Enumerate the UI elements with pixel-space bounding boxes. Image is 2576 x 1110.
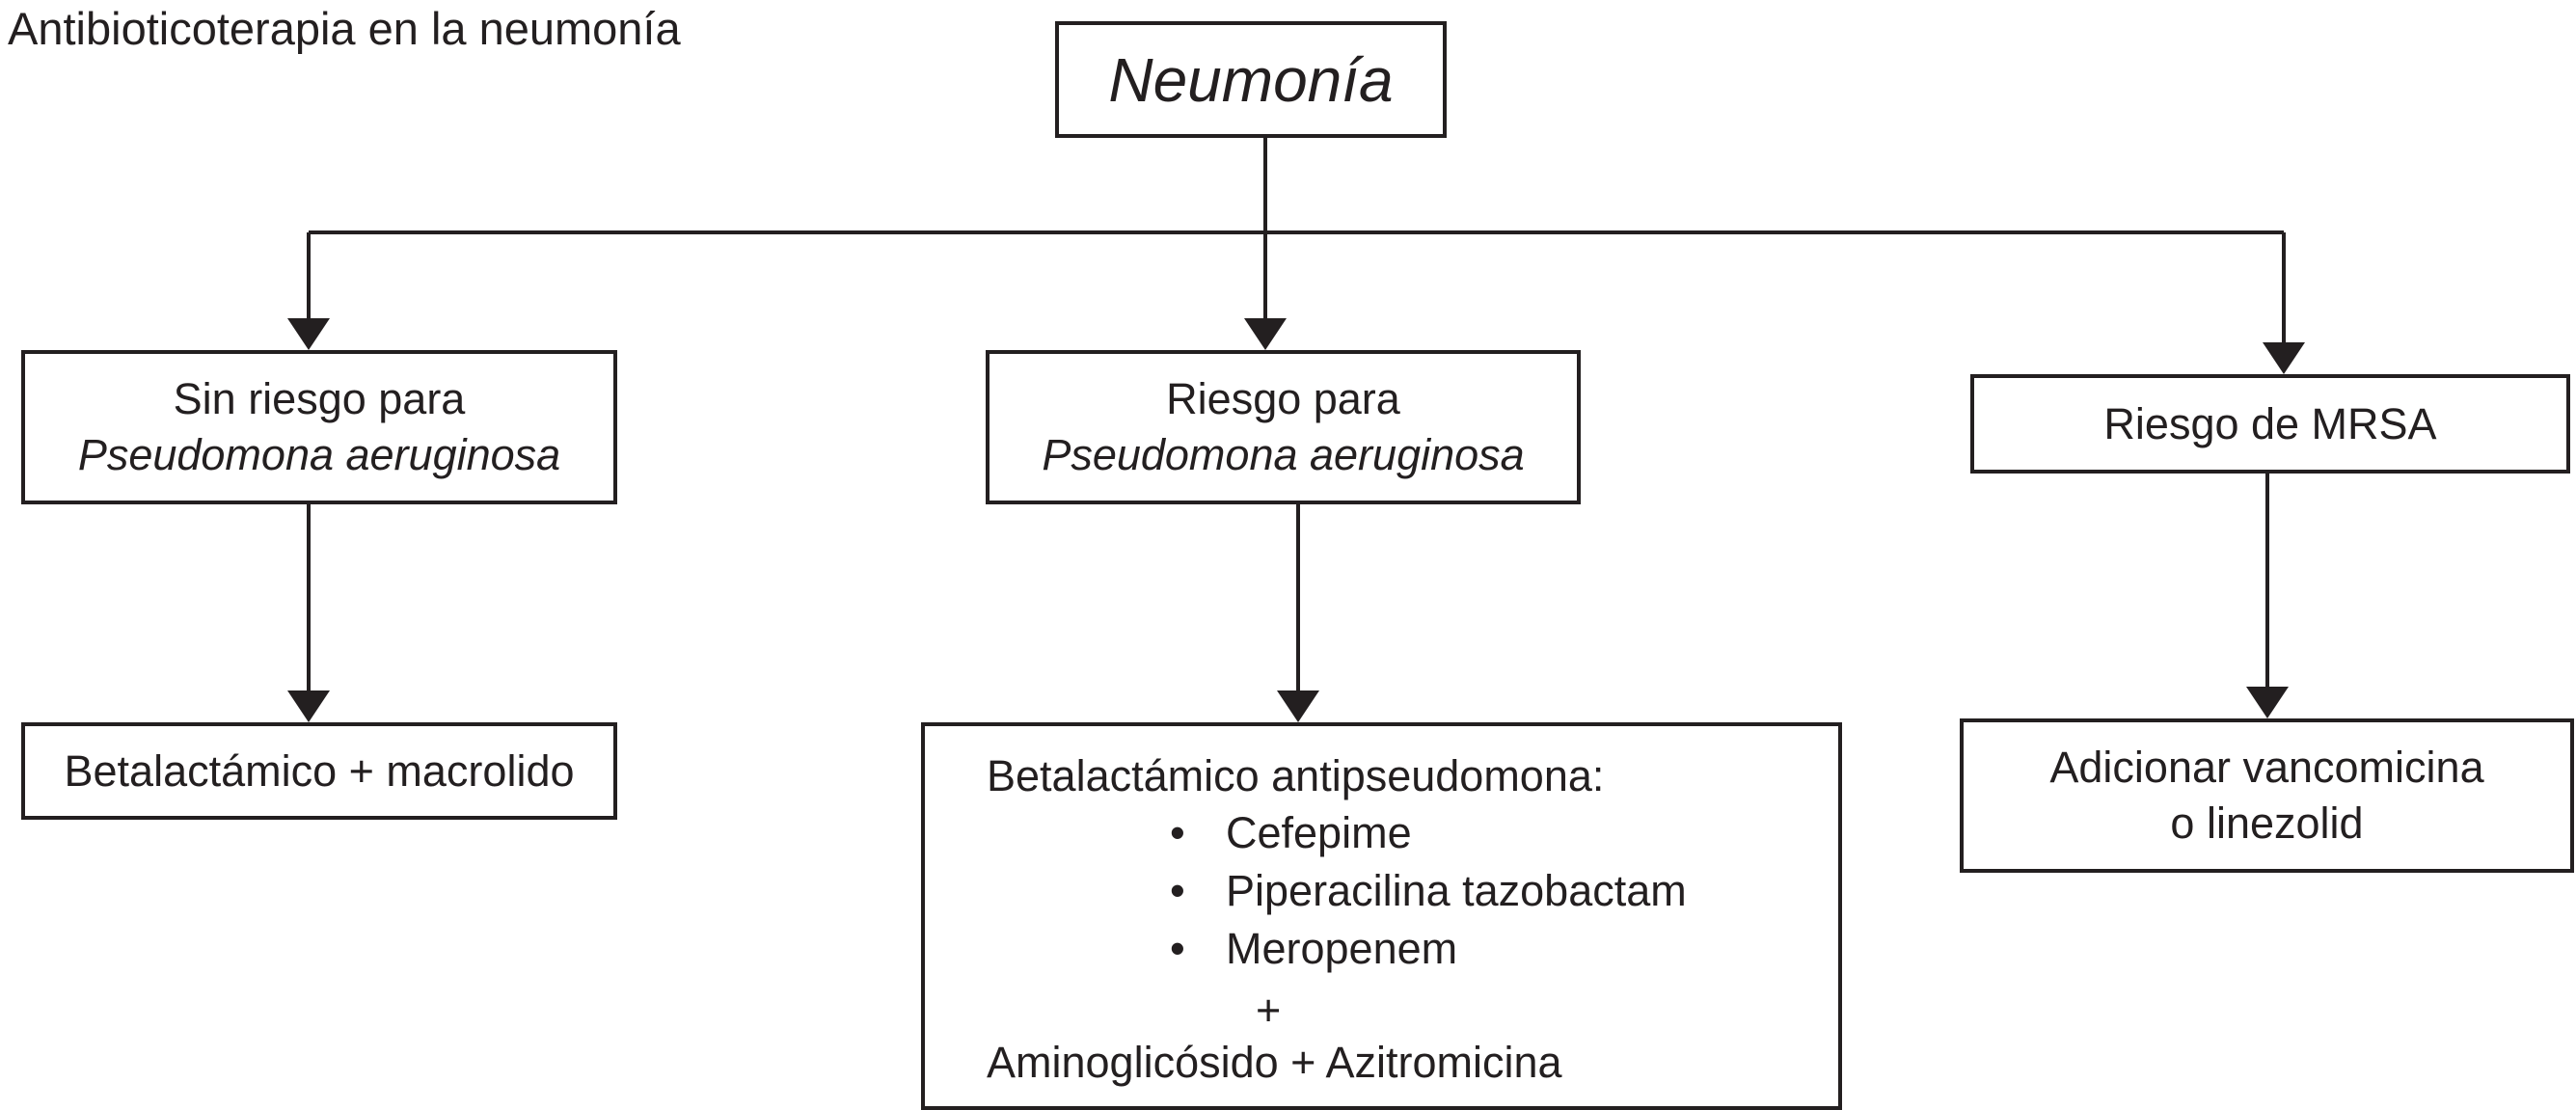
figure-caption: Antibioticoterapia en la neumonía: [8, 3, 681, 54]
drug-name: Cefepime: [1226, 808, 1412, 857]
plus-sign: +: [1256, 986, 1282, 1035]
condition-line-1: Sin riesgo para: [173, 374, 466, 423]
node-riesgo-mrsa: Riesgo de MRSA: [1970, 374, 2570, 474]
node-sin-riesgo-pseudomona: Sin riesgo para Pseudomona aeruginosa: [21, 350, 617, 504]
treatment-line-1: Adicionar vancomicina: [2049, 743, 2484, 792]
bullet-icon: •: [1170, 808, 1185, 857]
root-label: Neumonía: [1108, 44, 1394, 115]
condition-label: Riesgo de MRSA: [2103, 398, 2437, 448]
drug-name: Meropenem: [1226, 924, 1458, 973]
bullet-icon: •: [1170, 866, 1185, 915]
node-treatment-mrsa: Adicionar vancomicina o linezolid: [1960, 718, 2574, 873]
node-riesgo-pseudomona: Riesgo para Pseudomona aeruginosa: [986, 350, 1581, 504]
list-item: • Piperacilina tazobactam: [925, 862, 1687, 920]
treatment-line-2: o linezolid: [2170, 799, 2364, 848]
arrowhead-branch-left: [287, 318, 330, 350]
drug-name: Piperacilina tazobactam: [1226, 866, 1687, 915]
arrowhead-branch-center: [1244, 318, 1287, 350]
arrowhead-branch-right: [2263, 342, 2305, 374]
treatment-header: Betalactámico antipseudomona:: [987, 751, 1605, 800]
node-treatment-riesgo-pseudomona: Betalactámico antipseudomona: • Cefepime …: [921, 722, 1842, 1110]
list-item: • Cefepime: [925, 804, 1687, 862]
arrowhead-center-result: [1277, 690, 1319, 722]
treatment-drug-list: • Cefepime • Piperacilina tazobactam • Mero…: [925, 804, 1687, 978]
root-node-neumonia: Neumonía: [1055, 21, 1447, 138]
condition-line-2: Pseudomona aeruginosa: [77, 430, 561, 479]
bullet-icon: •: [1170, 924, 1185, 973]
node-treatment-sin-riesgo: Betalactámico + macrolido: [21, 722, 617, 820]
treatment-addition: Aminoglicósido + Azitromicina: [987, 1038, 1562, 1087]
condition-line-1: Riesgo para: [1166, 374, 1400, 423]
arrowhead-right-result: [2246, 687, 2289, 718]
treatment-label: Betalactámico + macrolido: [64, 745, 575, 796]
list-item: • Meropenem: [925, 920, 1687, 978]
arrowhead-left-result: [287, 690, 330, 722]
condition-line-2: Pseudomona aeruginosa: [1042, 430, 1525, 479]
